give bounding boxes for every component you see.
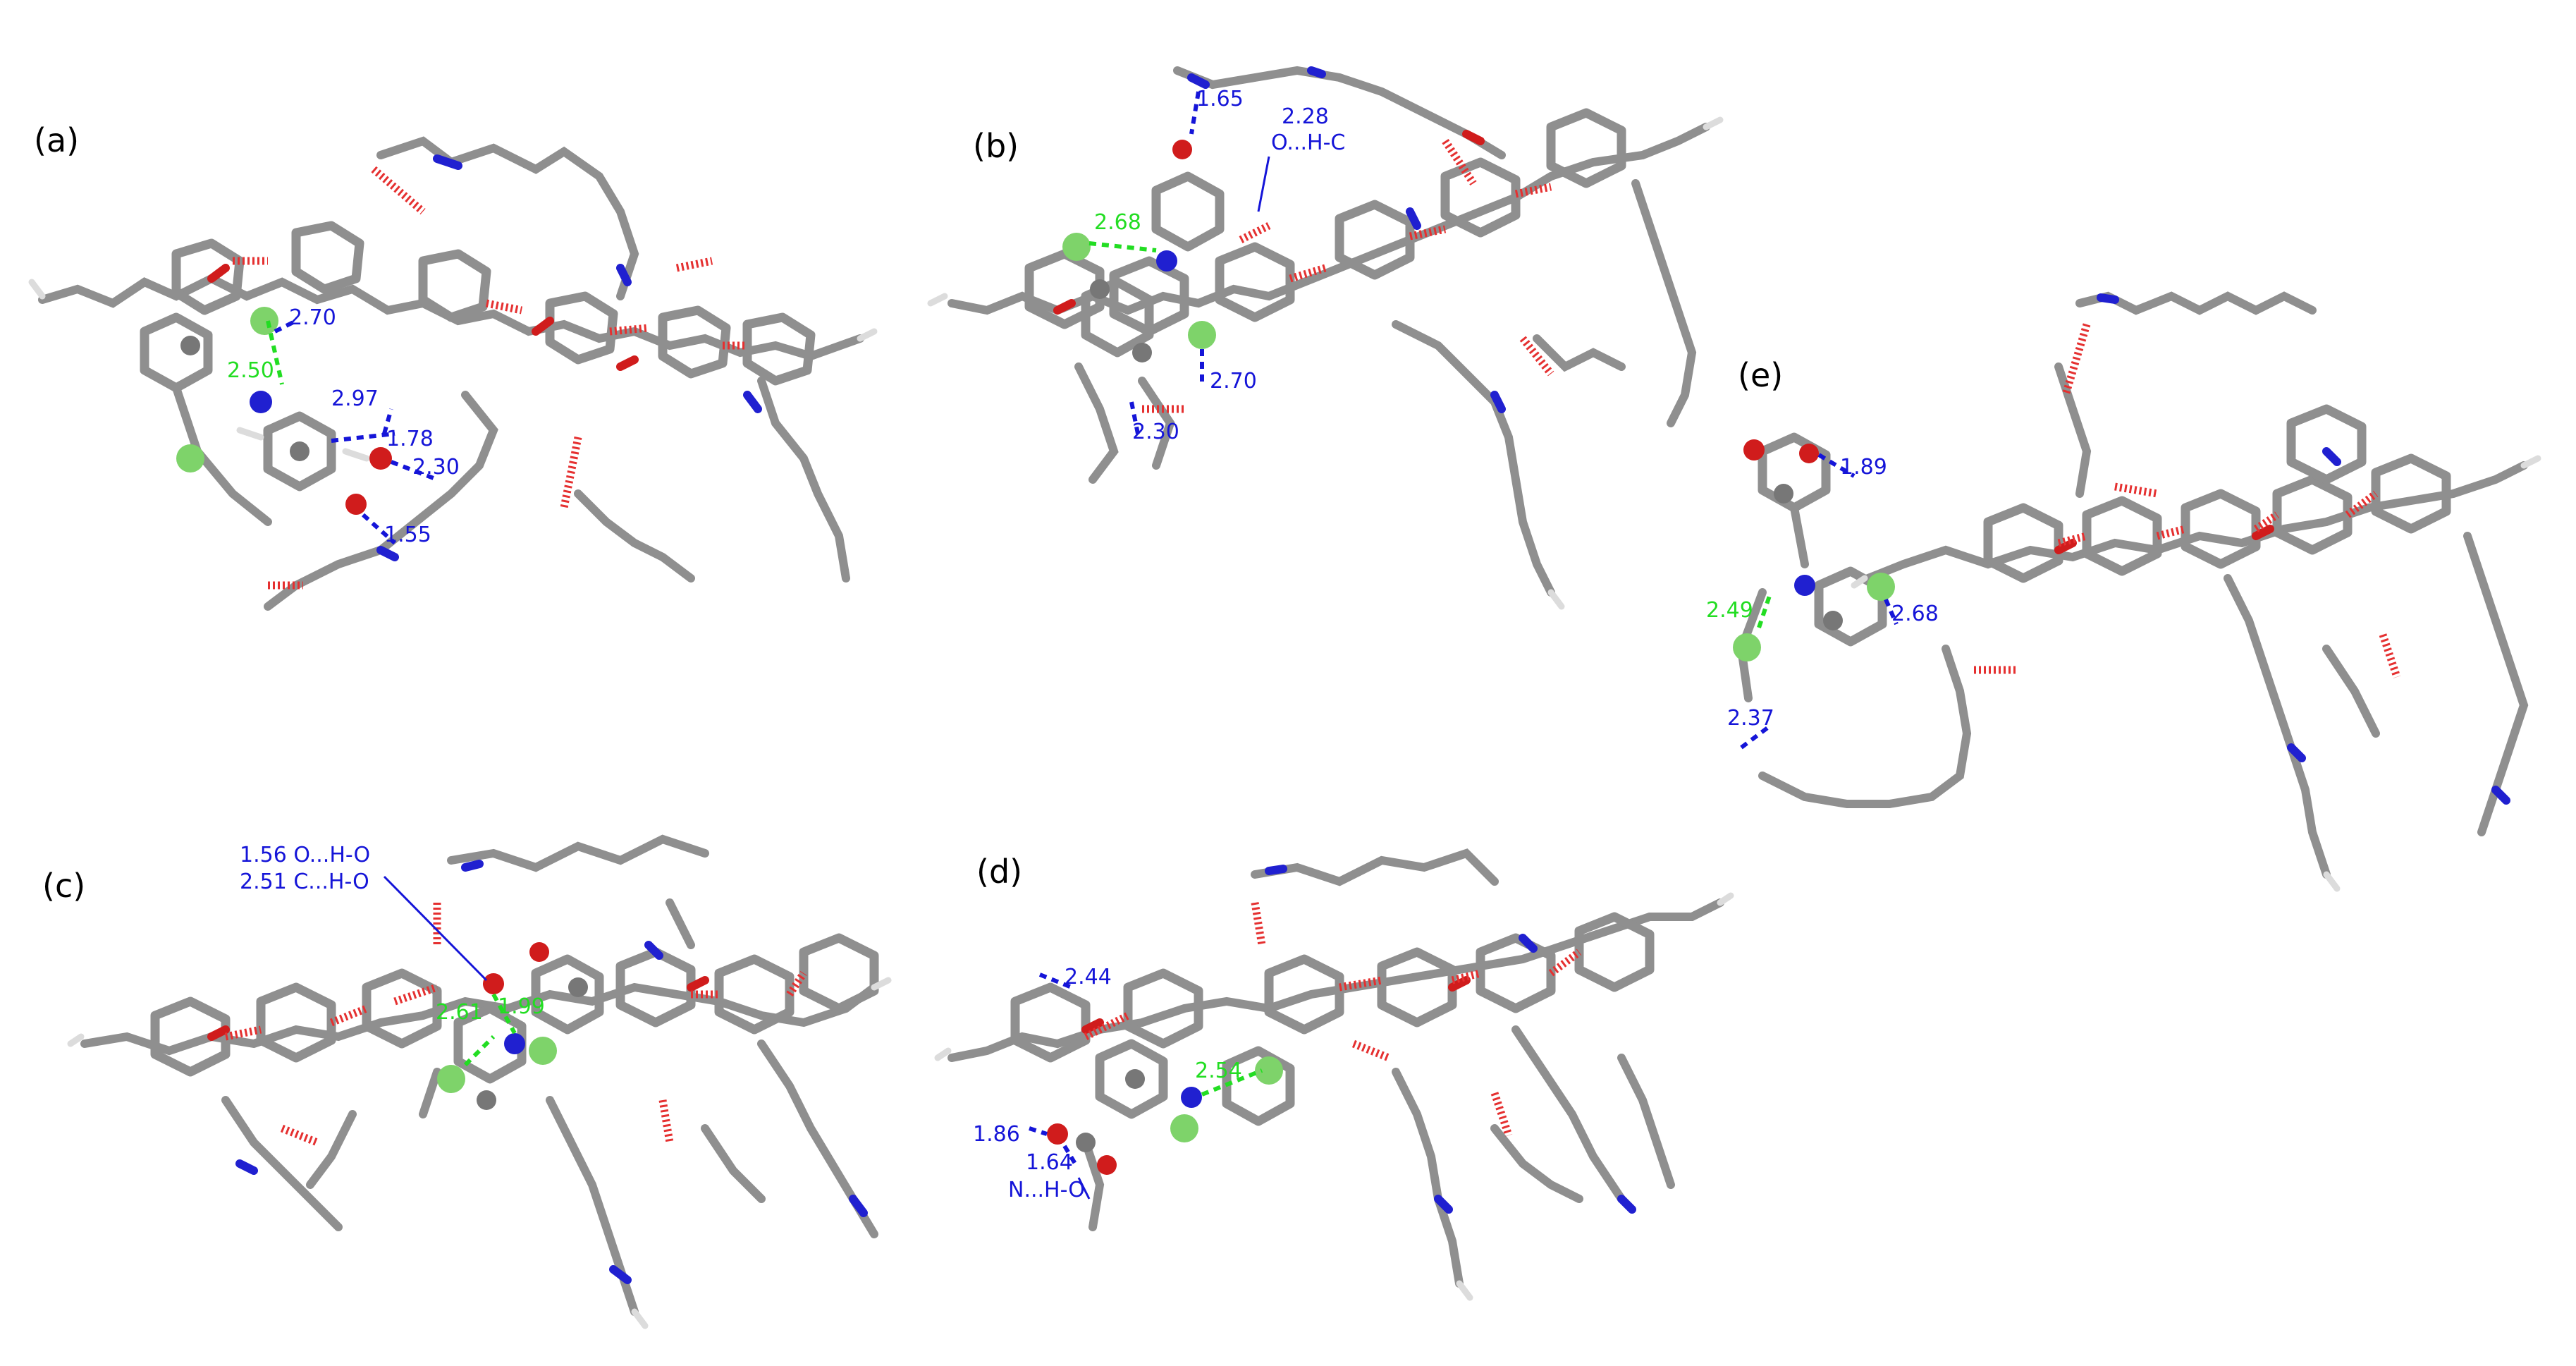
distance-label: 2.28 bbox=[1282, 104, 1329, 129]
chlorine-atom bbox=[1867, 573, 1895, 601]
oxygen-atom bbox=[1097, 1155, 1117, 1175]
panel-e-molecule bbox=[1733, 291, 2541, 892]
chlorine-atom bbox=[529, 1037, 557, 1065]
distance-label: 1.64 bbox=[1026, 1150, 1073, 1175]
distance-label: 2.97 bbox=[331, 386, 379, 411]
carbon-atom bbox=[568, 977, 588, 997]
chlorine-atom bbox=[437, 1065, 465, 1093]
distance-label: 2.70 bbox=[289, 305, 336, 330]
chlorine-atom bbox=[1062, 233, 1091, 261]
oxygen-atom bbox=[1743, 439, 1765, 461]
oxygen-atom bbox=[1172, 140, 1192, 159]
chlorine-atom bbox=[1733, 633, 1761, 661]
distance-label: 1.89 bbox=[1840, 455, 1887, 480]
panel-c-molecule bbox=[67, 834, 892, 1329]
distance-label: N...H-O bbox=[1008, 1178, 1085, 1202]
distance-label: 2.37 bbox=[1727, 706, 1774, 731]
distance-label: 1.55 bbox=[384, 523, 431, 547]
nitrogen-atom bbox=[1181, 1087, 1202, 1108]
oxygen-atom bbox=[529, 942, 549, 962]
distance-label: 2.70 bbox=[1210, 369, 1257, 394]
oxygen-atom bbox=[369, 447, 392, 470]
carbon-atom bbox=[180, 336, 200, 355]
panel-e: (e) bbox=[1706, 291, 2541, 892]
panel-d-label: (d) bbox=[976, 853, 1022, 891]
panel-e-label: (e) bbox=[1738, 356, 1783, 394]
carbon-atom bbox=[1076, 1133, 1096, 1152]
carbon-atom bbox=[1774, 484, 1793, 504]
distance-label: 2.51 C...H-O bbox=[240, 870, 369, 894]
distance-label: 2.50 bbox=[227, 358, 274, 383]
panel-c-label: (c) bbox=[42, 867, 85, 905]
distance-label: 2.61 bbox=[436, 1000, 483, 1025]
panel-a: (a) bbox=[28, 121, 878, 611]
carbon-atom bbox=[290, 441, 309, 461]
carbon-atom bbox=[1090, 279, 1110, 299]
panel-a-molecule bbox=[28, 136, 878, 611]
panel-d-molecule bbox=[934, 848, 1734, 1301]
distance-label: 1.86 bbox=[973, 1122, 1020, 1147]
distance-label: 1.99 bbox=[498, 994, 545, 1019]
distance-label: 1.56 O...H-O bbox=[240, 843, 370, 867]
distance-label: 2.68 bbox=[1094, 210, 1141, 235]
chlorine-atom bbox=[250, 307, 278, 335]
carbon-atom bbox=[477, 1090, 496, 1110]
oxygen-atom bbox=[1047, 1123, 1068, 1145]
distance-label: O...H-C bbox=[1271, 130, 1345, 155]
chlorine-atom bbox=[1188, 321, 1216, 349]
distance-label: 2.30 bbox=[412, 455, 460, 480]
nitrogen-atom bbox=[250, 391, 272, 413]
distance-label: 2.49 bbox=[1706, 598, 1753, 623]
panel-d: (d) bbox=[934, 848, 1734, 1301]
chlorine-atom bbox=[176, 444, 204, 472]
oxygen-atom bbox=[483, 973, 504, 994]
distance-label: 1.65 bbox=[1196, 87, 1244, 111]
oxygen-atom bbox=[345, 494, 367, 515]
carbon-atom bbox=[1823, 611, 1843, 630]
nitrogen-atom bbox=[504, 1033, 525, 1054]
chlorine-atom bbox=[1255, 1056, 1283, 1085]
panel-a-label: (a) bbox=[34, 121, 79, 159]
carbon-atom bbox=[1125, 1069, 1145, 1089]
distance-label: 2.44 bbox=[1065, 965, 1112, 989]
distance-label: 2.68 bbox=[1891, 602, 1939, 626]
distance-label: 1.78 bbox=[386, 427, 434, 451]
panel-b-label: (b) bbox=[973, 127, 1019, 165]
oxygen-atom bbox=[1799, 444, 1819, 463]
nitrogen-atom bbox=[1794, 575, 1815, 596]
panel-b-molecule bbox=[927, 66, 1724, 610]
carbon-atom bbox=[1132, 343, 1152, 362]
panel-c: (c) bbox=[42, 834, 892, 1329]
nitrogen-atom bbox=[1156, 250, 1177, 272]
distance-label: 2.30 bbox=[1132, 420, 1179, 444]
panel-b: (b) bbox=[927, 66, 1724, 610]
chlorine-atom bbox=[1170, 1114, 1198, 1142]
distance-label: 2.54 bbox=[1195, 1059, 1242, 1083]
